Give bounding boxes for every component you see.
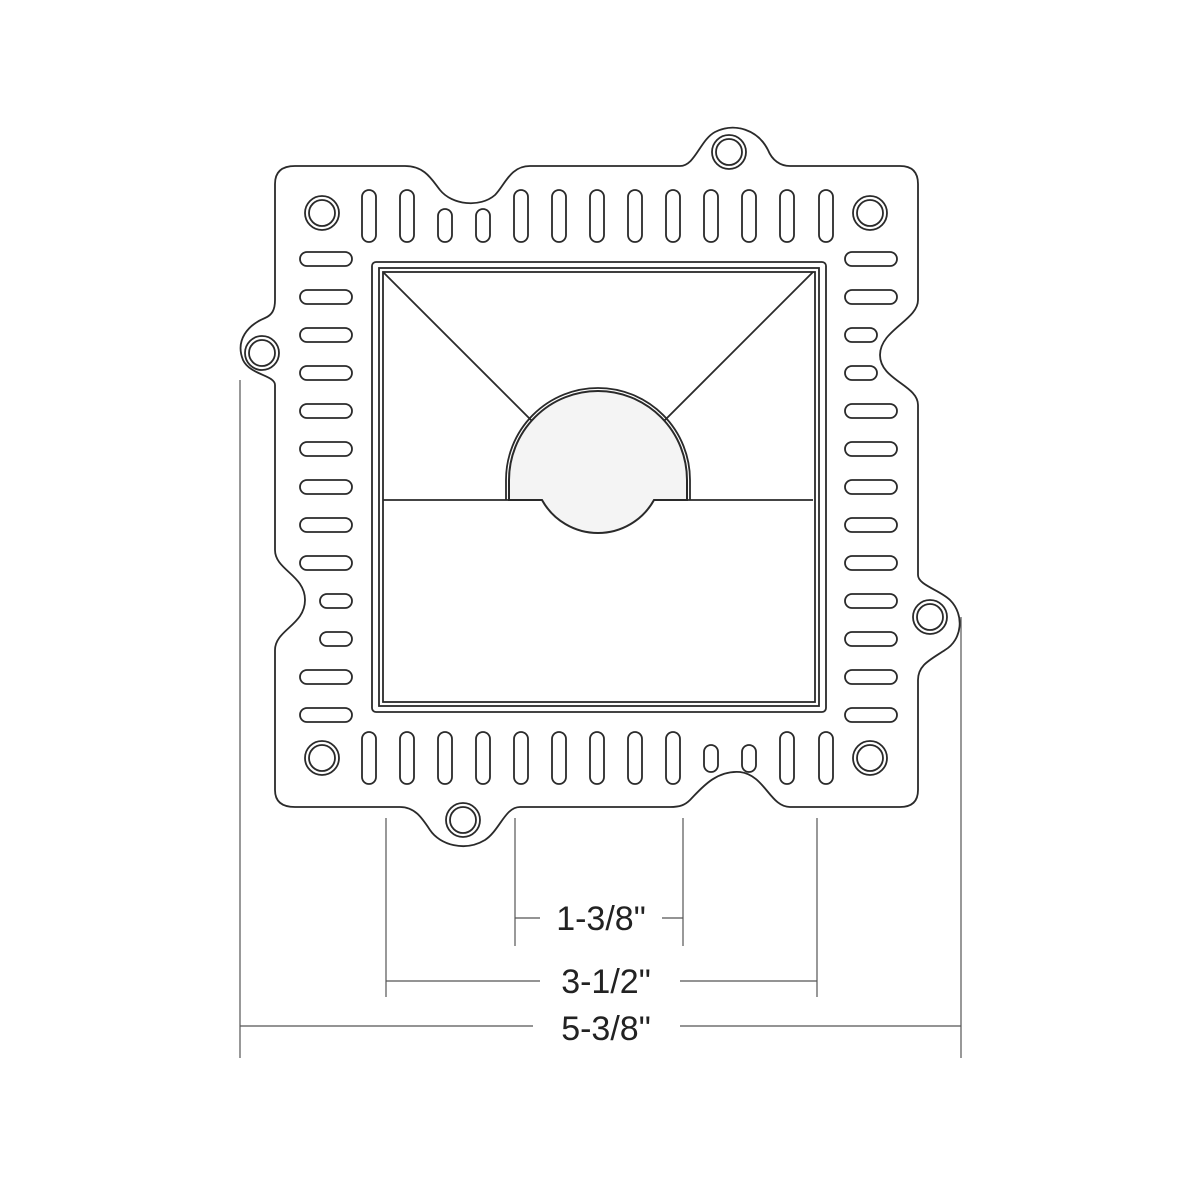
slot — [844, 479, 898, 495]
slot — [844, 631, 898, 647]
screw-hole-icon — [852, 740, 888, 776]
screw-hole-icon — [445, 802, 481, 838]
slot — [299, 707, 353, 723]
frame-aperture — [382, 271, 816, 703]
screw-hole-icon — [711, 134, 747, 170]
screw-hole-icon — [304, 740, 340, 776]
dimension-frame: 3-1/2" — [385, 818, 818, 1001]
slot — [844, 327, 878, 343]
slot — [319, 593, 353, 609]
dimension-label-frame: 3-1/2" — [561, 963, 651, 1001]
slot — [818, 731, 834, 785]
slot — [665, 189, 681, 243]
slot — [299, 251, 353, 267]
slot — [627, 731, 643, 785]
slot — [818, 189, 834, 243]
slot — [299, 669, 353, 685]
slot — [299, 441, 353, 457]
slot — [399, 731, 415, 785]
slot — [665, 731, 681, 785]
slot — [844, 403, 898, 419]
slot — [844, 365, 878, 381]
slot — [361, 189, 377, 243]
slot — [513, 731, 529, 785]
frame-outer — [371, 261, 827, 713]
screw-hole-icon — [244, 335, 280, 371]
slot — [437, 208, 453, 243]
slot — [844, 517, 898, 533]
slot — [299, 403, 353, 419]
lens-dome-rim — [505, 387, 691, 500]
slot — [844, 593, 898, 609]
slot — [779, 731, 795, 785]
slot — [589, 731, 605, 785]
slot — [844, 669, 898, 685]
slot — [475, 208, 491, 243]
slot — [589, 189, 605, 243]
slot — [779, 189, 795, 243]
slot — [844, 441, 898, 457]
dimension-label-overall: 5-3/8" — [561, 1010, 651, 1048]
slot — [703, 189, 719, 243]
slot — [513, 189, 529, 243]
screw-hole-icon — [912, 599, 948, 635]
slot — [551, 731, 567, 785]
slot — [299, 327, 353, 343]
slot — [475, 731, 491, 785]
slot — [437, 731, 453, 785]
ventilation-slots — [299, 189, 898, 785]
slot — [399, 189, 415, 243]
lens-dome — [508, 390, 688, 534]
slot — [299, 517, 353, 533]
slot — [844, 555, 898, 571]
slot — [844, 289, 898, 305]
slot — [741, 744, 757, 773]
slot — [703, 744, 719, 773]
plate-outline — [239, 126, 961, 847]
slot — [299, 479, 353, 495]
dimension-overall: 5-3/8" — [239, 380, 962, 1058]
slot — [299, 289, 353, 305]
diagonal-right — [661, 271, 814, 424]
diagonal-left — [382, 271, 535, 424]
slot — [844, 251, 898, 267]
dimension-label-inner: 1-3/8" — [556, 900, 646, 938]
frame-inner — [378, 267, 820, 707]
screw-hole-icon — [852, 195, 888, 231]
slot — [299, 555, 353, 571]
mounting-holes — [244, 134, 948, 838]
slot — [551, 189, 567, 243]
dimension-inner: 1-3/8" — [514, 818, 684, 946]
slot — [741, 189, 757, 243]
slot — [844, 707, 898, 723]
slot — [319, 631, 353, 647]
slot — [627, 189, 643, 243]
slot — [299, 365, 353, 381]
screw-hole-icon — [304, 195, 340, 231]
slot — [361, 731, 377, 785]
